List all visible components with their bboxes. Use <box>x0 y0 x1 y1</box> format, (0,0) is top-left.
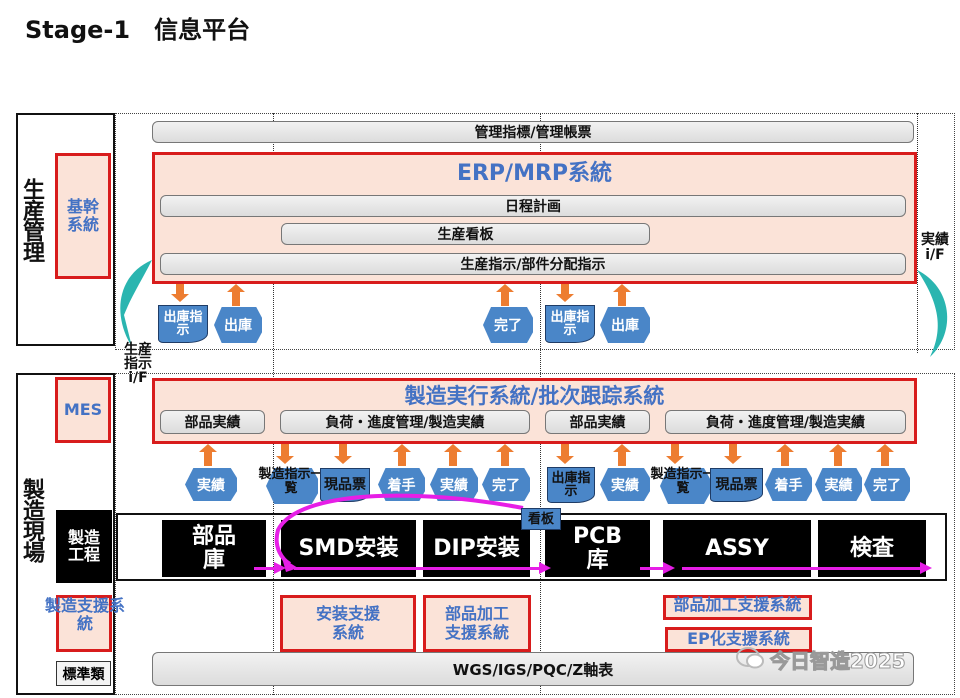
flow-arrow <box>294 567 539 570</box>
arrow-up-icon <box>200 444 216 466</box>
mes-label-box: MES <box>55 377 111 443</box>
mes-title: 製造実行系統/批次跟踪系統 <box>404 384 665 408</box>
erp-bar-schedule: 日程計画 <box>160 195 906 217</box>
standards-label: 標準類 <box>56 661 111 686</box>
erp-title: ERP/MRP系統 <box>456 161 613 186</box>
support-label: 製造支援系統 <box>44 596 125 634</box>
flow-arrow <box>682 567 922 570</box>
support-parts-processing-box <box>663 595 812 620</box>
flow-result: 実績 <box>600 468 650 501</box>
arrow-up-icon <box>394 444 410 466</box>
arrow-down-icon <box>667 444 683 464</box>
flow-shipment-instruction: 出庫指示 <box>545 305 595 343</box>
arrow-up-icon <box>445 444 461 466</box>
flow-shipment: 出庫 <box>214 307 262 343</box>
arrow-up-icon <box>830 444 846 466</box>
mes-label: MES <box>63 399 103 419</box>
flow-start: 着手 <box>765 468 812 501</box>
page-title: Stage-1 信息平台 <box>25 16 251 44</box>
arrow-down-icon <box>335 444 351 464</box>
core-system-label: 基幹系統 <box>66 196 99 234</box>
watermark: 今日智造2025 <box>770 649 907 674</box>
flow-goods-ticket: 現品票 <box>710 468 763 502</box>
arrow-up-icon <box>877 444 893 466</box>
kanban-label: 看板 <box>521 508 561 530</box>
process-parts-warehouse: 部品庫 <box>162 520 266 577</box>
process-pcb-warehouse: PCB库 <box>545 520 650 577</box>
process-label-box: 製造工程 <box>56 510 112 583</box>
arrow-up-icon <box>497 444 513 466</box>
mgmt-report-bar: 管理指標/管理帳票 <box>152 121 914 143</box>
flow-complete: 完了 <box>482 468 530 501</box>
arrow-up-icon <box>614 444 630 466</box>
support-parts-processing: 部品加工支援系統 <box>423 595 531 652</box>
flow-complete: 完了 <box>483 307 533 343</box>
flow-shipment: 出庫 <box>600 307 650 343</box>
support-smd: 安装支援系統 <box>280 595 416 652</box>
erp-bar-instruction: 生産指示/部件分配指示 <box>160 253 906 275</box>
arrow-right-icon <box>920 562 932 574</box>
result-if-label: 実績 i/F <box>921 232 949 264</box>
mes-bar-parts-result: 部品実績 <box>545 410 650 434</box>
kanban-loop-arrow <box>274 493 524 572</box>
flow-instruction-list-bg <box>266 468 318 504</box>
arrow-up-icon <box>497 284 513 306</box>
teal-curved-arrow-left <box>120 260 152 347</box>
mes-bar-parts-result: 部品実績 <box>160 410 265 434</box>
flow-instruction-list: 製造指示一覧 <box>650 467 716 497</box>
flow-result: 実績 <box>185 468 237 501</box>
flow-complete: 完了 <box>864 468 910 501</box>
support-label-box <box>56 595 112 652</box>
erp-bar-kanban: 生産看板 <box>281 223 650 245</box>
flow-shipment-instruction: 出庫指示 <box>158 305 208 343</box>
support-ep: EP化支援系統 <box>665 627 812 652</box>
arrow-down-icon <box>557 444 573 464</box>
production-mgmt-label: 生産管理 <box>19 178 44 262</box>
flow-shipment-instruction: 出庫指示 <box>547 467 595 503</box>
flow-arrow <box>640 567 665 570</box>
wechat-icon <box>736 647 764 669</box>
core-system-box: 基幹系統 <box>55 153 111 279</box>
arrow-up-icon <box>228 284 244 306</box>
arrow-up-icon <box>777 444 793 466</box>
production-mgmt-area <box>115 113 955 350</box>
arrow-down-icon <box>557 284 573 302</box>
flow-instruction-list-bg <box>660 468 710 504</box>
divider-line <box>917 113 918 353</box>
mes-bar-progress: 負荷・進度管理/製造実績 <box>665 410 906 434</box>
process-label: 製造工程 <box>67 527 100 564</box>
shop-floor-label: 製造現場 <box>19 478 44 562</box>
flow-instruction-list: 製造指示一覧 <box>258 467 324 497</box>
production-instruction-if-label: 生産指示 i/F <box>124 342 152 386</box>
arrow-right-icon <box>274 562 286 574</box>
standards-bar: WGS/IGS/PQC/Z軸表 <box>152 652 914 686</box>
arrow-up-icon <box>614 284 630 306</box>
shop-floor-area <box>115 373 955 695</box>
flow-goods-ticket: 現品票 <box>320 468 370 502</box>
arrow-down-icon <box>172 284 188 302</box>
mes-bar-progress: 負荷・進度管理/製造実績 <box>280 410 530 434</box>
arrow-right-icon <box>663 562 675 574</box>
teal-curved-arrow-right <box>917 270 948 357</box>
arrow-right-icon <box>539 562 551 574</box>
flow-result: 実績 <box>815 468 862 501</box>
arrow-down-icon <box>725 444 741 464</box>
flow-result: 実績 <box>430 468 478 501</box>
arrow-down-icon <box>277 444 293 464</box>
support-parts-processing-assy: 部品加工支援系統 <box>673 595 802 614</box>
flow-arrow <box>254 567 274 570</box>
